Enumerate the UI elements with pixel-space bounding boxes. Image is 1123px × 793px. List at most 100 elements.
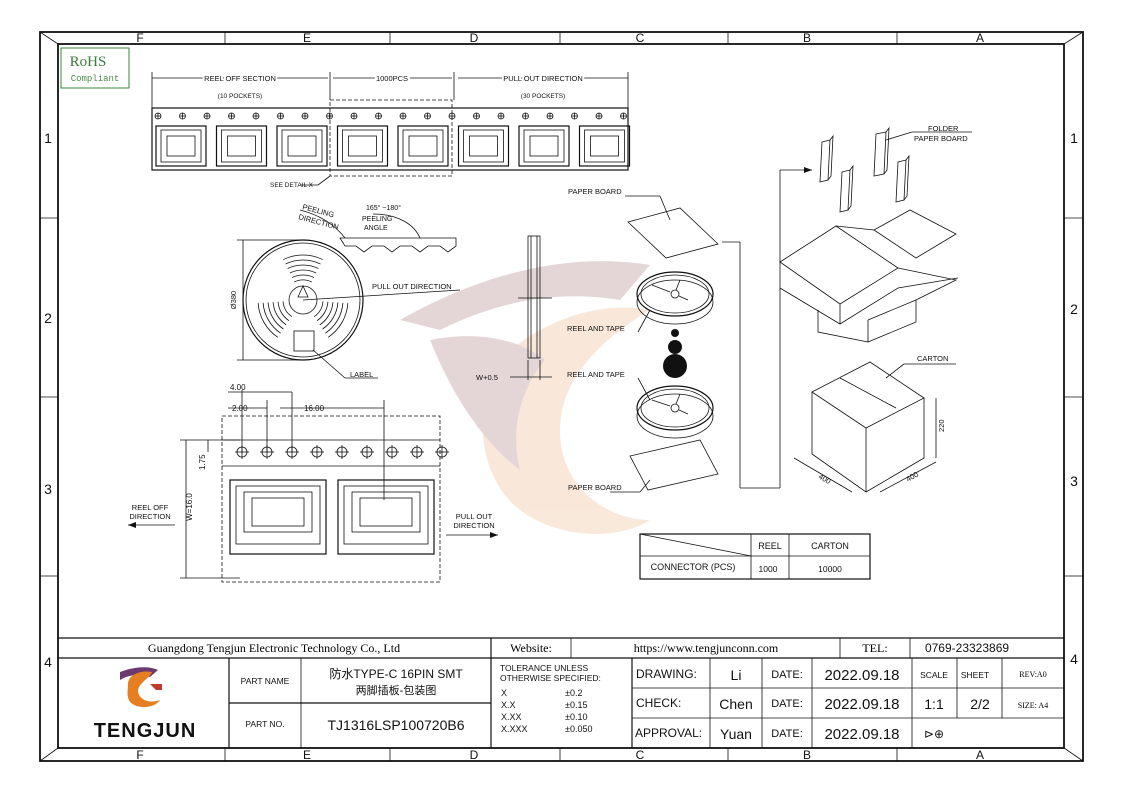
zone-labels-bottom: F E D C B A [136, 748, 984, 762]
zone-ticks [40, 32, 1083, 761]
zone-labels-side: 1 2 3 4 1 2 3 4 [44, 130, 1078, 670]
reel-and-tape-1-label: REEL AND TAPE [567, 324, 625, 333]
zone-labels-top: F E D C B A [136, 31, 984, 45]
reel-window-arc [277, 301, 290, 322]
tol-xxx-val: ±0.10 [565, 712, 587, 722]
website-url: https://www.tengjunconn.com [634, 641, 779, 655]
tolerance-line-2: OTHERWISE SPECIFIED: [500, 673, 601, 683]
pull-out-pockets-label: (30 POCKETS) [521, 93, 565, 100]
sheet-value: 2/2 [970, 696, 990, 712]
reel-off-direction-1: REEL OFF [132, 503, 169, 512]
tape-pocket [457, 125, 510, 167]
reel-window-arc [272, 302, 287, 326]
zone-top-d: D [470, 31, 479, 45]
tape-pocket-part [348, 135, 377, 157]
date-value-1: 2022.09.18 [824, 667, 899, 684]
folder-paper-boards: FOLDER PAPER BOARD [819, 124, 972, 213]
peeling-angle-2: ANGLE [364, 225, 388, 232]
revision: REV:A0 [1019, 670, 1046, 679]
paper-size: SIZE: A4 [1018, 701, 1048, 710]
pull-out-direction-2: DIRECTION [453, 521, 494, 530]
reel-pull-out-label: PULL OUT DIRECTION [372, 282, 452, 291]
reel-window-arc [325, 302, 344, 334]
reel-window-arc [322, 302, 339, 330]
scale-label: SCALE [920, 670, 948, 680]
sheet-label: SHEET [961, 670, 989, 680]
tape-pocket-inner [402, 129, 444, 163]
tol-xx: X.X [501, 700, 516, 710]
folder-label-1: FOLDER [928, 124, 959, 133]
watermark-logo [400, 261, 650, 534]
packing-sequence: PAPER BOARD REEL AND TAPE REEL AND TAPE … [567, 167, 812, 493]
zone-bottom-c: C [636, 748, 645, 762]
title-block: Guangdong Tengjun Electronic Technology … [58, 637, 1064, 748]
reel-width-label: W+0.5 [476, 373, 498, 382]
zone-left-3: 3 [44, 481, 52, 497]
part-no-value: TJ1316LSP100720B6 [328, 717, 465, 733]
drawing-label: DRAWING: [636, 667, 697, 681]
dim-16-00: 16.00 [304, 404, 325, 413]
reel-window-arc [313, 301, 324, 317]
tape-pocket-inner [523, 129, 565, 163]
pull-out-direction-1: PULL OUT [456, 512, 493, 521]
tape-pocket-part [166, 135, 196, 157]
tape-pocket [397, 125, 449, 167]
tel-label: TEL: [862, 641, 887, 655]
reel-window-arc [262, 302, 281, 334]
tel-number: 0769-23323869 [925, 641, 1009, 655]
carton-label: CARTON [917, 354, 948, 363]
paper-board-bottom-label: PAPER BOARD [568, 483, 622, 492]
qty-header-carton: CARTON [811, 541, 849, 551]
zone-top-a: A [976, 31, 984, 45]
zone-top-e: E [303, 31, 311, 45]
reel-off-direction-2: DIRECTION [129, 512, 170, 521]
zone-bottom-e: E [303, 748, 311, 762]
date-label-3: DATE: [771, 728, 803, 740]
rohs-subtitle: Compliant [71, 74, 120, 84]
zone-top-c: C [636, 31, 645, 45]
reel-front-view: Ø380 PULL OUT DIRECTION LABEL PEELING DI… [229, 202, 461, 379]
zone-right-1: 1 [1070, 130, 1078, 146]
reel-off-pockets-label: (10 POCKETS) [218, 93, 262, 100]
reel-window-arc [287, 264, 319, 269]
tol-x: X [501, 688, 507, 698]
reel-window-arc [291, 274, 315, 278]
tape-pocket-part [287, 135, 317, 157]
pull-out-direction-top-label: PULL OUT DIRECTION [503, 74, 583, 83]
tape-pocket [276, 125, 328, 167]
zone-top-b: B [803, 31, 811, 45]
part-name-label: PART NAME [241, 676, 290, 686]
company-name: Guangdong Tengjun Electronic Technology … [148, 641, 400, 655]
reel-window-arc [282, 301, 293, 317]
tol-x-val: ±0.2 [565, 688, 582, 698]
reel-side-view: W+0.5 [476, 235, 552, 382]
zone-left-2: 2 [44, 310, 52, 326]
dim-1-75: 1.75 [198, 454, 207, 470]
tape-pocket-inner [342, 129, 383, 163]
paper-board-top-label: PAPER BOARD [568, 187, 622, 196]
tape-pocket-part [529, 135, 559, 157]
projection-symbol: ⊳⊕ [924, 727, 944, 741]
drawing-name: Li [731, 667, 742, 683]
zone-right-4: 4 [1070, 651, 1078, 667]
tape-pocket [518, 125, 570, 167]
reel-window-arc [257, 303, 279, 338]
tape-strip: REEL OFF SECTION (10 POCKETS) 1000PCS PU… [151, 72, 631, 189]
approval-label: APPROVAL: [635, 726, 702, 740]
zone-bottom-f: F [136, 748, 143, 762]
tape-pocket-part [469, 135, 498, 157]
inner-frame [57, 43, 1065, 749]
detail-x-view: 4.00 2.00 16.00 1.75 W=16.0 REEL OFF DIR… [128, 383, 498, 583]
dim-2-00: 2.00 [232, 404, 248, 413]
qty-header-reel: REEL [758, 541, 782, 551]
date-label-2: DATE: [771, 698, 803, 710]
peeling-angle-1: PEELING [362, 216, 392, 223]
tolerance-line-1: TOLERANCE UNLESS [500, 663, 589, 673]
date-label-1: DATE: [771, 669, 803, 681]
dim-4-00: 4.00 [230, 383, 246, 392]
tape-pocket [336, 125, 389, 167]
part-name-1: 防水TYPE-C 16PIN SMT [329, 666, 463, 681]
zone-right-2: 2 [1070, 301, 1078, 317]
tape-pocket [155, 125, 207, 167]
